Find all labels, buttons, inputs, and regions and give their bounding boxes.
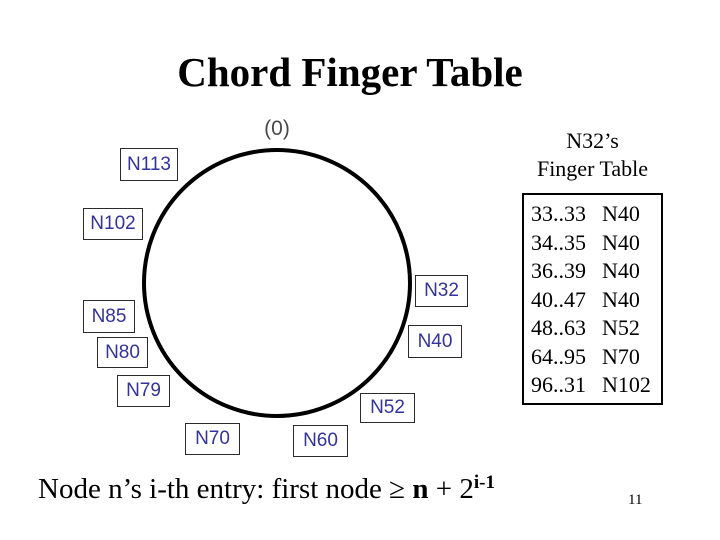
- finger-table-title-line2: Finger Table: [536, 156, 649, 181]
- finger-node: N40: [602, 201, 640, 226]
- slide-title: Chord Finger Table: [177, 49, 523, 95]
- footer-formula: Node n’s i-th entry: first node ≥ n + 2i…: [38, 472, 495, 510]
- formula-plus2: + 2: [428, 473, 474, 505]
- finger-interval: 33..33: [531, 201, 586, 226]
- page-number: 11: [628, 492, 643, 508]
- formula-text: Node n’s i-th entry: first node: [38, 473, 390, 505]
- node-box-N79: N79: [117, 375, 170, 407]
- finger-table-row: 40..47 N40: [531, 286, 661, 315]
- finger-interval: 36..39: [531, 258, 586, 283]
- node-box-N70: N70: [185, 423, 240, 455]
- node-box-N60: N60: [293, 425, 348, 457]
- finger-table-row: 96..31 N102: [531, 371, 661, 400]
- finger-table-row: 36..39 N40: [531, 257, 661, 286]
- node-box-N85: N85: [83, 300, 135, 333]
- node-box-N52: N52: [360, 393, 415, 423]
- finger-table-row: 34..35 N40: [531, 229, 661, 258]
- finger-node: N70: [602, 343, 640, 369]
- finger-table-title-line1: N32’s: [566, 128, 619, 153]
- finger-node: N40: [602, 286, 640, 312]
- finger-node: N40: [602, 258, 640, 283]
- finger-interval: 64..95: [531, 343, 586, 369]
- formula-n: n: [412, 473, 429, 505]
- ring-zero-label: (0): [264, 117, 290, 140]
- geq-symbol: ≥: [389, 473, 413, 505]
- finger-interval: 34..35: [531, 229, 586, 255]
- finger-table-row: 64..95 N70: [531, 343, 661, 372]
- finger-node: N52: [602, 315, 640, 340]
- finger-table-row: 48..63 N52: [531, 314, 661, 343]
- finger-table-title: N32’s Finger Table: [510, 127, 675, 183]
- chord-ring-circle: [142, 148, 412, 418]
- node-box-N40: N40: [408, 325, 462, 358]
- finger-table: 33..33 N40 34..35 N40 36..39 N40 40..47 …: [522, 193, 663, 405]
- finger-table-row: 33..33 N40: [531, 200, 661, 229]
- node-box-N102: N102: [83, 208, 143, 240]
- formula-exponent: i-1: [473, 472, 495, 493]
- finger-interval: 48..63: [531, 315, 586, 340]
- finger-node: N102: [602, 372, 651, 397]
- node-box-N32: N32: [415, 275, 468, 307]
- node-box-N80: N80: [97, 337, 148, 368]
- finger-interval: 96..31: [531, 372, 586, 397]
- node-box-N113: N113: [120, 148, 178, 181]
- finger-node: N40: [602, 229, 640, 255]
- finger-interval: 40..47: [531, 286, 586, 312]
